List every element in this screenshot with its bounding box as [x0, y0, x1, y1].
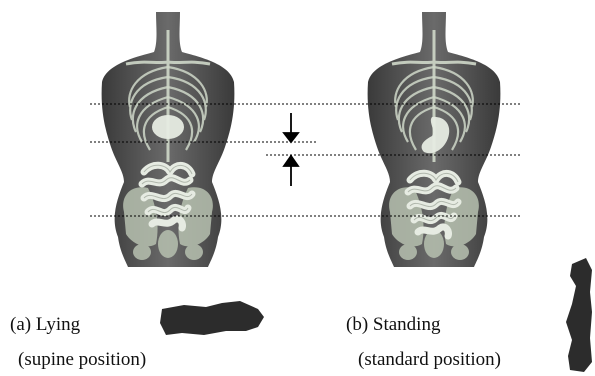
caption-b-label: (b) Standing — [346, 315, 440, 334]
stomach-silhouette-standing — [566, 258, 592, 372]
torso-standing — [368, 12, 501, 267]
caption-a-label: (a) Lying — [10, 315, 80, 334]
stomach-silhouette-lying — [160, 301, 264, 335]
caption-a-sublabel: (supine position) — [18, 350, 146, 369]
torso-lying — [102, 12, 235, 267]
caption-b-sublabel: (standard position) — [358, 350, 501, 369]
stomach-lying — [152, 115, 184, 139]
displacement-arrows — [284, 113, 298, 186]
